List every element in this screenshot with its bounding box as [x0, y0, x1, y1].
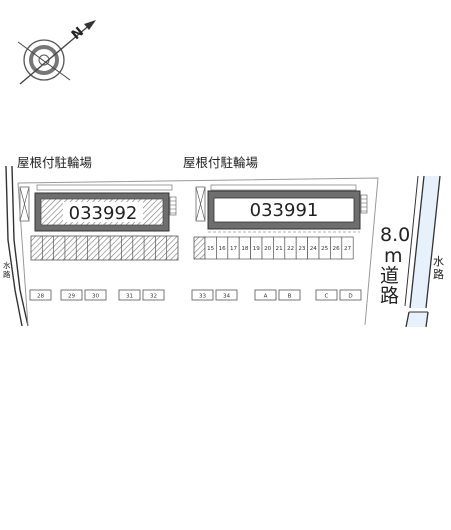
parking-space: [60, 289, 83, 301]
road-unit: m: [384, 245, 403, 267]
parking-space-number: A: [264, 294, 268, 300]
parking-space-number: 34: [223, 294, 231, 300]
stairs-1: [169, 196, 177, 216]
road: 8.0 m 道 路: [380, 224, 410, 307]
building-2-number: 033991: [250, 200, 319, 221]
building-1-number: 033992: [69, 203, 138, 224]
parking-space: [339, 289, 362, 301]
compass-rose-icon: N: [17, 20, 96, 85]
parking-space-number: 22: [287, 246, 294, 252]
waterway-left-char-1: 水: [3, 260, 11, 270]
parking-space-number: 30: [92, 294, 100, 300]
parking-space-number: 28: [37, 294, 45, 300]
parking-space-number: 15: [207, 246, 215, 252]
left-waterway: 水 路: [3, 165, 29, 327]
parking-space-number: 19: [253, 246, 261, 252]
parking-space-number: 16: [219, 246, 227, 252]
building-033991: 屋根付駐輪場 033991: [183, 155, 368, 233]
parking-space: [254, 289, 277, 301]
waterway-right-char-1: 水: [433, 255, 444, 268]
parking-space: [118, 289, 141, 301]
parking-space-number: 17: [230, 246, 238, 252]
parking-space: [341, 236, 354, 260]
parking-block-left: [30, 235, 179, 261]
parking-space-number: D: [348, 294, 352, 300]
parking-space: [215, 289, 238, 301]
parking-space: [278, 289, 301, 301]
building-1-label: 屋根付駐輪場: [17, 155, 92, 170]
road-name-1: 道: [380, 265, 399, 287]
parking-space: [84, 289, 107, 301]
parking-space-number: 31: [126, 294, 134, 300]
parking-space-number: C: [325, 294, 329, 300]
parking-space: [315, 289, 338, 301]
parking-space: [191, 289, 214, 301]
parking-space-number: 24: [310, 246, 318, 252]
parking-space: [142, 289, 165, 301]
parking-space-number: 20: [264, 246, 272, 252]
parking-space-number: 33: [199, 294, 207, 300]
building-2-label: 屋根付駐輪場: [183, 155, 258, 170]
parking-space-number: 18: [241, 246, 249, 252]
parking-space-number: 23: [298, 246, 306, 252]
road-width: 8.0: [380, 224, 410, 246]
parking-space-number: B: [288, 294, 292, 300]
road-name-2: 路: [380, 285, 399, 307]
parking-row-bottom: 28 29 30 31 32 33 34 A B C D: [29, 289, 362, 301]
parking-space-number: 25: [321, 246, 329, 252]
building-033992: 屋根付駐輪場 033992: [17, 155, 177, 232]
parking-space-number: 29: [68, 294, 76, 300]
waterway-right-char-2: 路: [433, 268, 444, 281]
parking-space-number: 21: [276, 246, 284, 252]
parking-space: [29, 289, 52, 301]
parking-space-number: 26: [333, 246, 341, 252]
stairs-2: [360, 194, 368, 214]
parking-space-number: 32: [150, 294, 157, 300]
right-waterway: 水 路: [404, 175, 444, 328]
parking-space-number: 27: [344, 246, 352, 252]
waterway-left-char-2: 路: [3, 269, 11, 279]
